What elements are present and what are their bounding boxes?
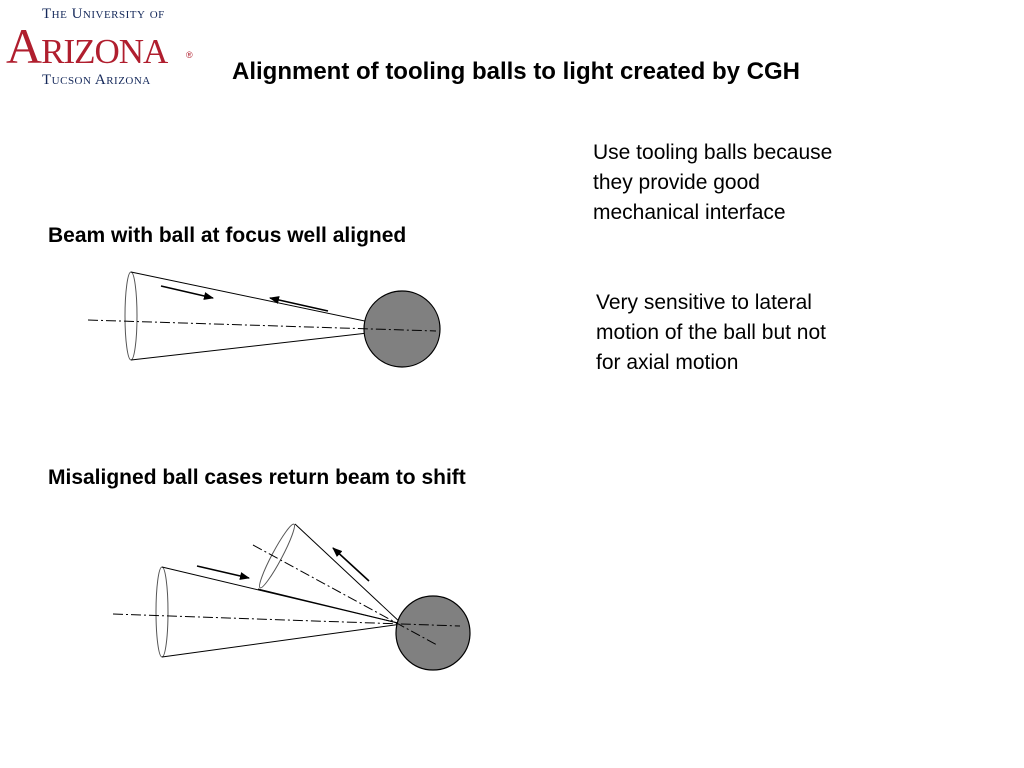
university-logo: The University of Arizona ® Tucson Arizo… [6, 6, 200, 90]
logo-wordmark: Arizona [6, 18, 168, 74]
note-tooling-balls-line-1: Use tooling balls because [593, 141, 833, 164]
note-tooling-balls-line-3: mechanical interface [593, 201, 786, 224]
diagram2-return-wavefront [259, 523, 295, 589]
diagram2-return-axis [252, 544, 438, 646]
note-sensitivity: Very sensitive to lateral motion of the … [596, 288, 896, 378]
diagram2-heading: Misaligned ball cases return beam to shi… [48, 466, 466, 489]
diagram2-misaligned [112, 523, 471, 671]
logo-registered-mark: ® [186, 50, 193, 60]
logo-line-1: The University of [42, 6, 165, 22]
diagram2-cgh-lens [155, 566, 169, 658]
diagram1-tooling-ball [363, 290, 441, 368]
diagram2-beam-lower [161, 623, 403, 658]
diagram2-return-beam-upper [294, 523, 403, 625]
diagram2-incoming-arrow [196, 565, 250, 580]
diagram2-return-arrow [332, 547, 370, 582]
note-tooling-balls: Use tooling balls because they provide g… [593, 138, 893, 228]
slide-title: Alignment of tooling balls to light crea… [232, 58, 801, 85]
diagram1-beam-upper [130, 271, 404, 330]
logo-line-2: Tucson Arizona [42, 72, 151, 88]
diagram2-tooling-ball [395, 595, 471, 671]
diagram2-return-beam-lower [257, 588, 403, 625]
diagram1-cgh-lens [124, 271, 138, 361]
note-tooling-balls-line-2: they provide good [593, 171, 760, 194]
note-sensitivity-line-1: Very sensitive to lateral [596, 291, 812, 314]
diagram1-return-arrow [269, 296, 329, 312]
diagram2-optical-axis [112, 613, 461, 627]
diagram1-incoming-arrow [160, 285, 214, 300]
diagram1-beam-lower [130, 328, 404, 361]
note-sensitivity-line-2: motion of the ball but not [596, 321, 826, 344]
diagram1-heading: Beam with ball at focus well aligned [48, 224, 407, 247]
diagram1-aligned [87, 271, 441, 368]
diagram1-optical-axis [87, 319, 437, 332]
note-sensitivity-line-3: for axial motion [596, 351, 739, 374]
